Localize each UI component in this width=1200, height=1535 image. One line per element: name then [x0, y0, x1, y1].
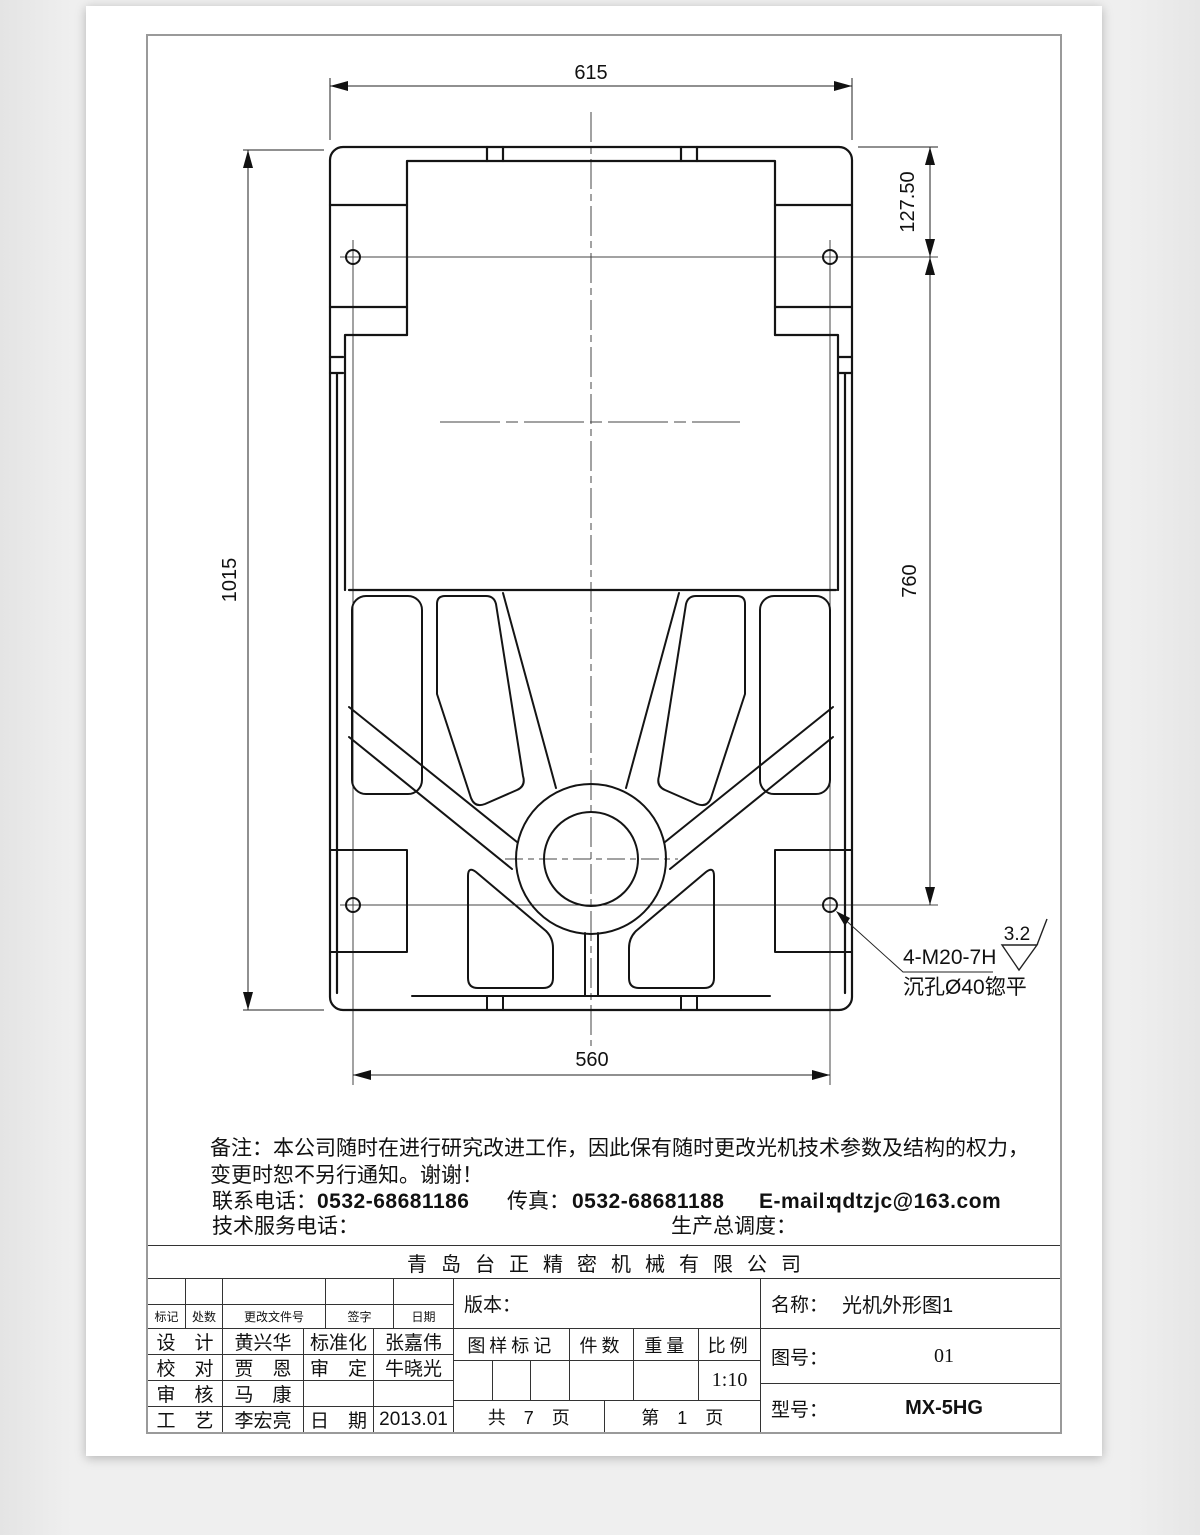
drawing-frame: 615 1015 127.50 760 560 4-M20-7H 沉孔Ø40锪平…: [146, 34, 1062, 1434]
approval-role: 设 计: [148, 1328, 222, 1354]
name-value: 光机外形图1: [842, 1295, 954, 1317]
counterbore-callout: 沉孔Ø40锪平: [903, 976, 1027, 999]
remark-line1: 备注：本公司随时在进行研究改进工作，因此保有随时更改光机技术参数及结构的权力，: [210, 1137, 1029, 1160]
approval-role: 标准化: [303, 1328, 373, 1354]
dimension-arrows: [243, 81, 935, 1080]
weight-label: 重量: [633, 1328, 699, 1360]
contact-phone: 0532-68681186: [317, 1190, 470, 1213]
approval-role: [303, 1380, 373, 1406]
approval-role: 日 期: [303, 1406, 373, 1432]
rev-header-count: 处数: [185, 1304, 222, 1328]
contact-label: 联系电话：: [212, 1190, 317, 1213]
service-line: 技术服务电话： 生产总调度：: [212, 1214, 1060, 1240]
mark-label: 图样标记: [454, 1328, 569, 1360]
mark-value-cell: [529, 1360, 569, 1400]
model-value: MX-5HG: [905, 1396, 983, 1419]
title-block: 青岛台正精密机械有限公司 标记 处数 更改文件号 签字: [148, 1245, 1060, 1432]
scale-label: 比例: [698, 1328, 761, 1360]
roughness-value: 3.2: [1004, 924, 1030, 945]
approval-name: 牛晓光: [373, 1354, 453, 1380]
dim-bottom-width: 560: [575, 1049, 608, 1071]
qty-value-cell: [568, 1360, 634, 1400]
approval-name: 马 康: [222, 1380, 303, 1406]
drawing-no-value: 01: [934, 1344, 954, 1367]
mounting-holes: [345, 249, 838, 913]
ribs-and-boss: [329, 592, 853, 1011]
contact-line: 联系电话： 0532-68681186 传真： 0532-68681188 E-…: [212, 1189, 1060, 1215]
dimension-labels: 615 1015 127.50 760 560 4-M20-7H 沉孔Ø40锪平…: [219, 62, 1030, 1071]
drawing-sheet: 615 1015 127.50 760 560 4-M20-7H 沉孔Ø40锪平…: [86, 6, 1102, 1456]
approval-name: [373, 1380, 453, 1406]
approval-role: 工 艺: [148, 1406, 222, 1432]
remark-line2: 变更时恕不另行通知。谢谢！: [210, 1164, 483, 1187]
approval-role: 审 核: [148, 1380, 222, 1406]
approval-name: 2013.01: [373, 1406, 453, 1432]
approval-name: 李宏亮: [222, 1406, 303, 1432]
approval-name: 贾 恩: [222, 1354, 303, 1380]
company-name: 青岛台正精密机械有限公司: [148, 1245, 1060, 1278]
mark-value-cell: [454, 1360, 492, 1400]
dimension-lines: [243, 78, 993, 1076]
approval-name: 黄兴华: [222, 1328, 303, 1354]
rev-header-date: 日期: [393, 1304, 453, 1328]
service-label: 技术服务电话：: [212, 1215, 359, 1238]
centerlines: [340, 112, 938, 1085]
page-current: 第 1 页: [603, 1400, 760, 1432]
model-label: 型号：: [771, 1399, 829, 1421]
thread-callout: 4-M20-7H: [903, 946, 996, 969]
rev-header-sign: 签字: [325, 1304, 393, 1328]
dim-right-span: 760: [899, 564, 921, 597]
version-table: 版本： 图样标记 件数 重量 比例 1:10: [453, 1278, 761, 1432]
pages-total: 共 7 页: [454, 1400, 604, 1432]
part-outline: [328, 145, 854, 1012]
approval-table: 标记 处数 更改文件号 签字 日期 设 计 黄兴华 标准化 张嘉伟 校 对: [148, 1278, 453, 1432]
rev-empty-cell: [148, 1278, 185, 1304]
dim-top-width: 615: [574, 62, 607, 84]
qty-label: 件数: [568, 1328, 634, 1360]
dispatch-label: 生产总调度：: [671, 1215, 797, 1238]
email-value: qdtzjc@163.com: [829, 1190, 1002, 1213]
email-label: E-mail:: [759, 1190, 833, 1213]
drawing-no-label: 图号：: [771, 1347, 829, 1369]
name-label: 名称：: [771, 1295, 829, 1316]
approval-name: 张嘉伟: [373, 1328, 453, 1354]
rev-header-mark: 标记: [148, 1304, 185, 1328]
id-table: 名称： 光机外形图1 图号： 01 型号： MX-5HG: [760, 1278, 1060, 1432]
dim-right-offset: 127.50: [897, 171, 919, 232]
approval-role: 审 定: [303, 1354, 373, 1380]
fax-label: 传真：: [507, 1190, 570, 1213]
roughness-symbol: [1000, 918, 1048, 972]
weight-value-cell: [633, 1360, 699, 1400]
fax-phone: 0532-68681188: [572, 1190, 725, 1213]
scale-value: 1:10: [698, 1360, 760, 1400]
mark-value-cell: [491, 1360, 530, 1400]
approval-role: 校 对: [148, 1354, 222, 1380]
rev-header-docno: 更改文件号: [222, 1304, 325, 1328]
dim-left-height: 1015: [219, 558, 241, 603]
version-label: 版本：: [454, 1278, 760, 1328]
drawing-canvas: 615 1015 127.50 760 560 4-M20-7H 沉孔Ø40锪平…: [219, 62, 1048, 1085]
